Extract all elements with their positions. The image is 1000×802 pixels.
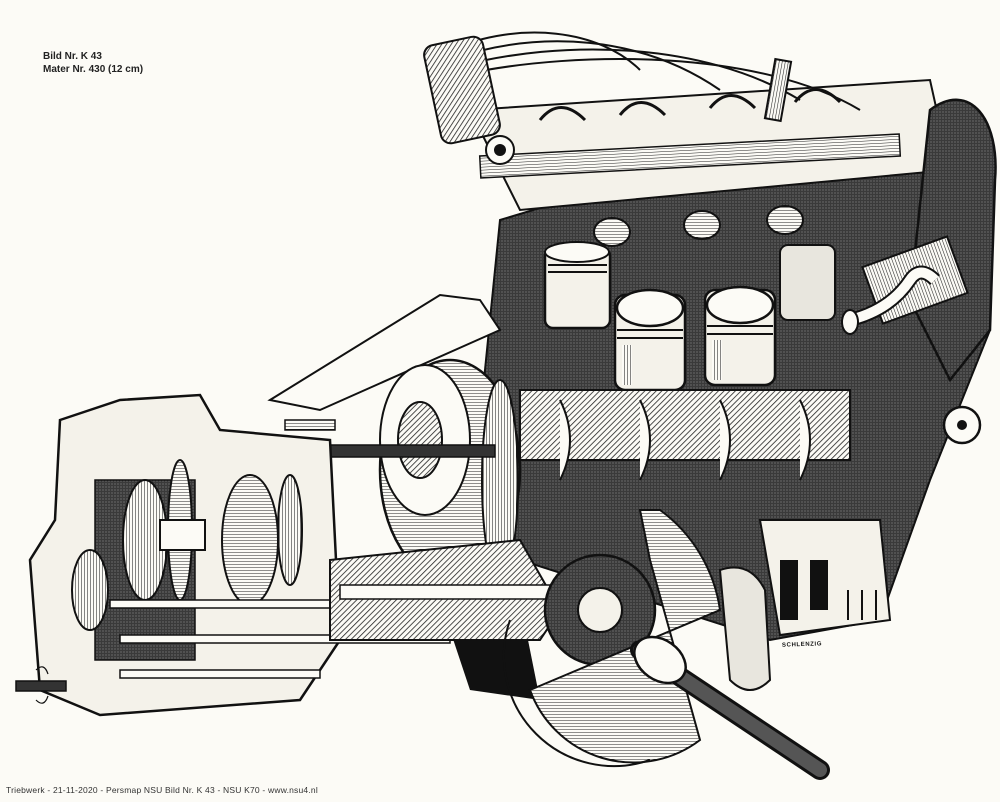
pistons [543, 241, 836, 392]
speedometer-drive-shaft [15, 666, 67, 704]
drive-shaft [630, 635, 830, 780]
piston-3 [703, 285, 777, 387]
ignition-wires [449, 31, 861, 111]
transaxle-housing [329, 538, 562, 641]
oil-pressure-sender [942, 405, 982, 445]
timing-chain-cover [841, 98, 997, 383]
oil-sump [758, 519, 892, 637]
brake-disc [502, 509, 722, 768]
crankshaft [519, 389, 851, 481]
clutch-flywheel [378, 358, 522, 582]
valve-springs [593, 205, 804, 247]
gearbox-housing [28, 393, 451, 717]
brake-caliper [718, 566, 772, 691]
differential [543, 553, 657, 667]
caption-block: Bild Nr. K 43 Mater Nr. 430 (12 cm) [43, 50, 143, 76]
mater-number-label: Mater Nr. 430 (12 cm) [43, 64, 144, 75]
image-number-label: Bild Nr. K 43 [43, 51, 102, 62]
piston-4 [779, 244, 836, 321]
oil-filler-cap [763, 57, 793, 123]
cylinder-head [468, 78, 952, 212]
piston-2 [613, 288, 687, 392]
distributor [423, 35, 515, 165]
clutch-housing-bracket [267, 293, 502, 431]
footer-credit: Triebwerk - 21-11-2020 - Persmap NSU Bil… [6, 785, 318, 795]
piston-1 [543, 241, 612, 330]
